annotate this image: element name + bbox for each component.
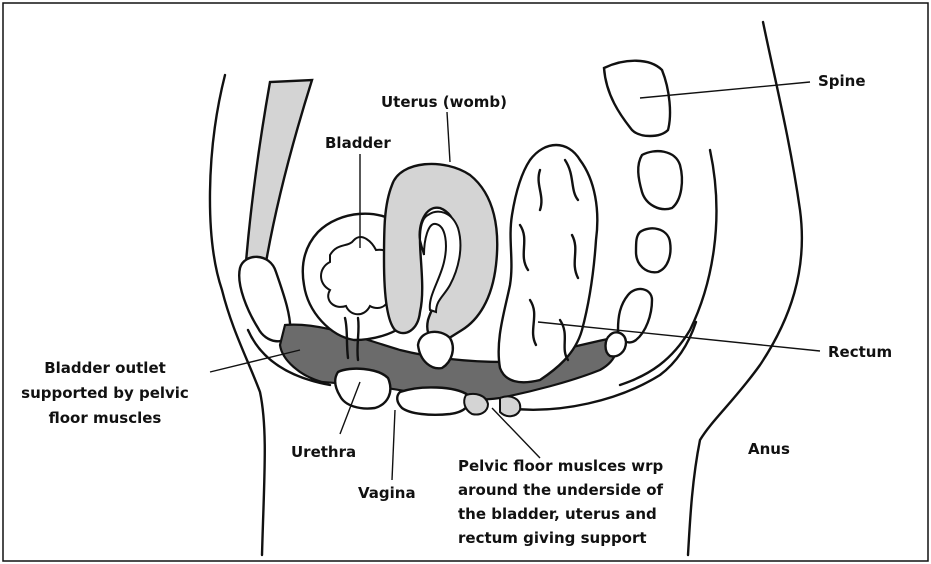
- label-pelvic-floor-3: the bladder, uterus and: [458, 505, 657, 523]
- label-rectum: Rectum: [828, 343, 892, 361]
- label-pelvic-floor-2: around the underside of: [458, 481, 664, 499]
- vagina-leader: [392, 410, 395, 480]
- coccyx-tip: [606, 332, 627, 356]
- vertebra-1: [604, 61, 670, 136]
- urethra-tube-inner: [357, 318, 358, 360]
- label-pelvic-floor-1: Pelvic floor muslces wrp: [458, 457, 664, 475]
- uterus-leader: [447, 112, 450, 162]
- urethra-opening: [335, 369, 390, 409]
- pubic-bone-nub: [239, 257, 290, 341]
- label-bladder: Bladder: [325, 134, 391, 152]
- uterus: [384, 164, 497, 341]
- label-spine: Spine: [818, 72, 866, 90]
- label-vagina: Vagina: [358, 484, 416, 502]
- vertebra-3: [636, 228, 671, 272]
- perineal-block: [500, 397, 520, 417]
- label-uterus: Uterus (womb): [381, 93, 507, 111]
- vertebra-2: [638, 151, 682, 209]
- label-urethra: Urethra: [291, 443, 356, 461]
- vaginal-opening: [397, 387, 469, 414]
- label-bladder-outlet-1: Bladder outlet: [44, 359, 166, 377]
- label-pelvic-floor-4: rectum giving support: [458, 529, 647, 547]
- label-bladder-outlet-2: supported by pelvic: [21, 384, 189, 402]
- label-bladder-outlet-3: floor muscles: [49, 409, 162, 427]
- pubic-bone-strip: [246, 80, 312, 268]
- anal-opening: [464, 394, 488, 415]
- label-anus: Anus: [748, 440, 790, 458]
